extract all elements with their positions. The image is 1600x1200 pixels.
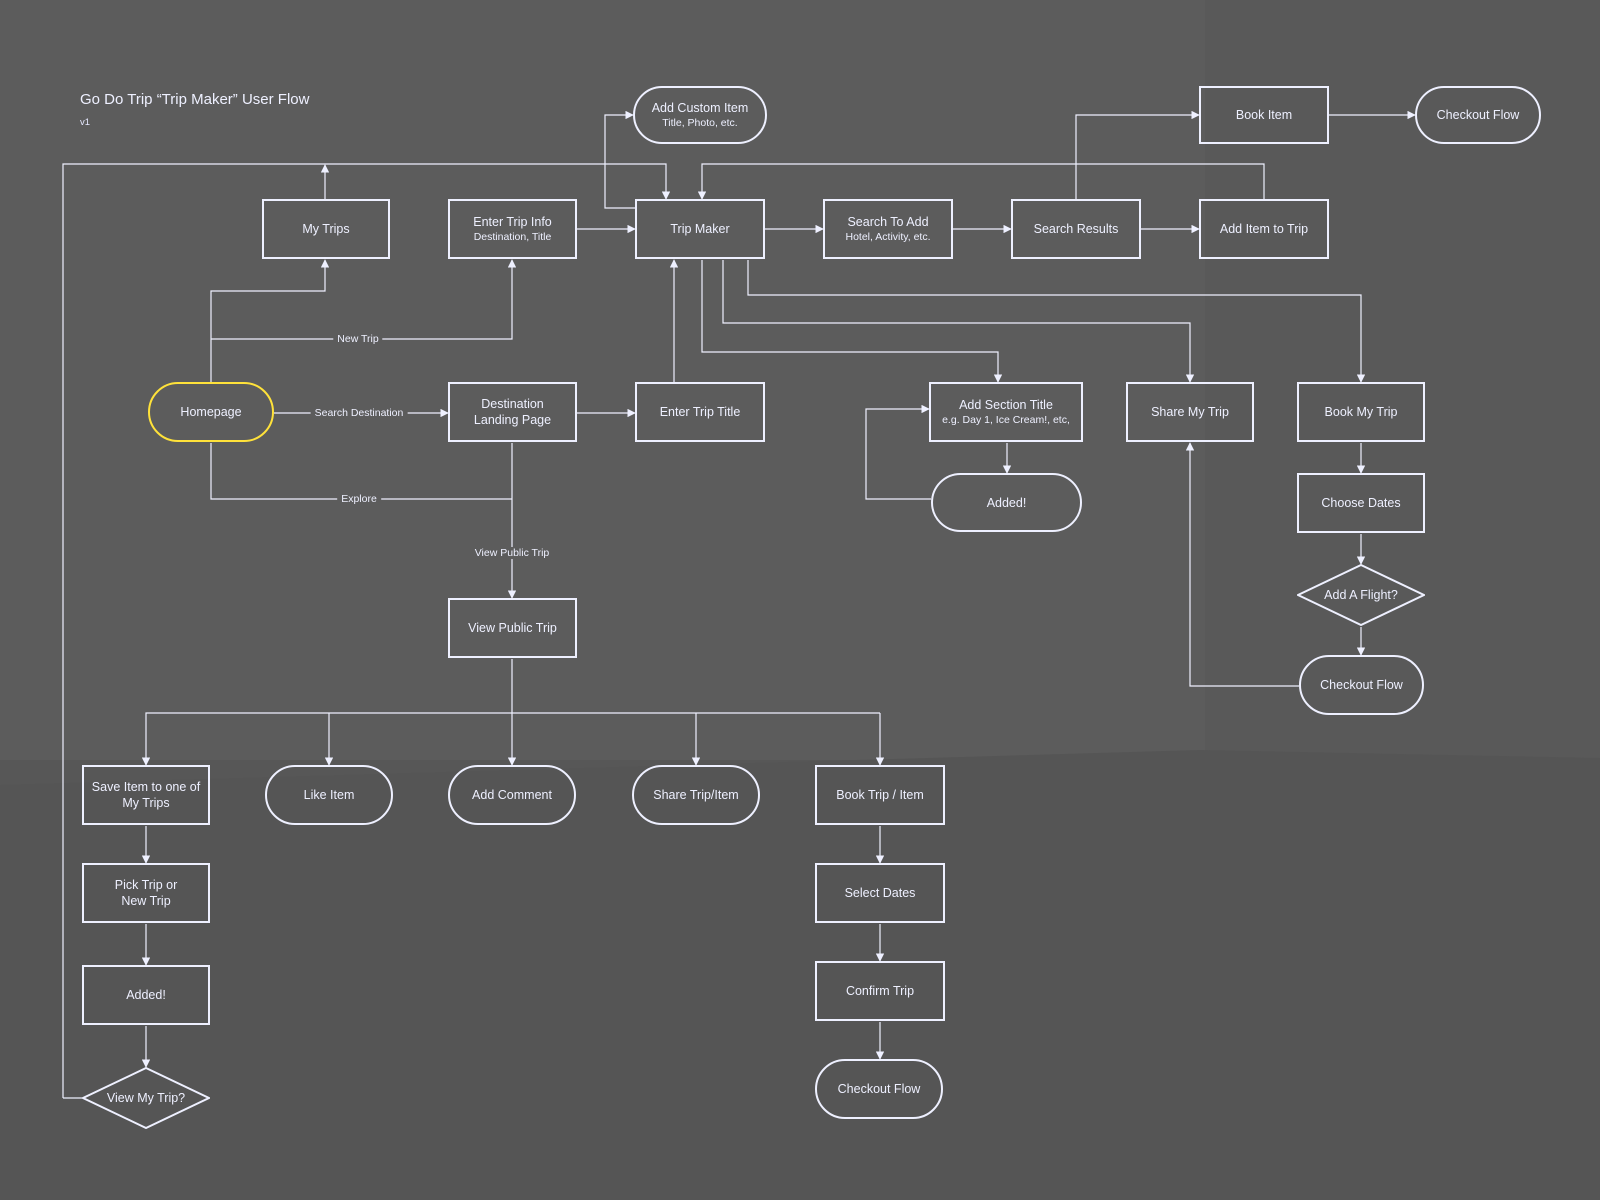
node-select-dates[interactable]: Select Dates [815, 863, 945, 923]
node-label: Add A Flight? [1324, 588, 1398, 602]
node-add-a-flight-decision[interactable]: Add A Flight? [1297, 564, 1425, 626]
node-confirm-trip[interactable]: Confirm Trip [815, 961, 945, 1021]
node-label: My Trips [302, 222, 350, 236]
diagram-title: Go Do Trip “Trip Maker” User Flow [80, 91, 310, 108]
node-label: View My Trip? [106, 1091, 186, 1105]
node-label: Enter Trip Title [659, 405, 741, 419]
node-book-my-trip[interactable]: Book My Trip [1297, 382, 1425, 442]
node-label: Destination Landing Page [473, 397, 552, 427]
canvas-lower [0, 750, 1600, 1200]
node-label: Checkout Flow [1320, 678, 1403, 692]
node-enter-trip-info[interactable]: Enter Trip Info Destination, Title [448, 199, 577, 259]
node-label: Search Results [1033, 222, 1119, 236]
node-label: Add Custom Item [651, 101, 749, 115]
node-view-public-trip[interactable]: View Public Trip [448, 598, 577, 658]
diamond-shape [82, 1067, 210, 1129]
node-label: Pick Trip or New Trip [114, 878, 178, 908]
edge-label-new-trip: New Trip [333, 333, 383, 345]
node-label: Book Item [1235, 108, 1293, 122]
node-homepage[interactable]: Homepage [148, 382, 274, 442]
node-label: Checkout Flow [837, 1082, 921, 1096]
node-label: Save Item to one of My Trips [91, 780, 201, 810]
node-destination-landing-page[interactable]: Destination Landing Page [448, 382, 577, 442]
node-label: Homepage [180, 405, 242, 419]
node-label: Share Trip/Item [653, 788, 739, 802]
node-sublabel: e.g. Day 1, Ice Cream!, etc, [942, 414, 1070, 426]
node-label: Search To Add [847, 215, 929, 229]
node-label: Add Item to Trip [1219, 222, 1309, 236]
node-like-item[interactable]: Like Item [265, 765, 393, 825]
node-label: Choose Dates [1321, 496, 1401, 510]
node-checkout-flow-right[interactable]: Checkout Flow [1299, 655, 1424, 715]
node-add-comment[interactable]: Add Comment [448, 765, 576, 825]
node-label: Book My Trip [1324, 405, 1398, 419]
edge-label-view-public-trip: View Public Trip [470, 547, 554, 559]
node-add-custom-item[interactable]: Add Custom Item Title, Photo, etc. [633, 86, 767, 144]
node-label: Checkout Flow [1436, 108, 1520, 122]
node-label: Trip Maker [670, 222, 730, 236]
node-sublabel: Destination, Title [473, 231, 552, 243]
node-view-my-trip-decision[interactable]: View My Trip? [82, 1067, 210, 1129]
node-save-item[interactable]: Save Item to one of My Trips [82, 765, 210, 825]
node-share-my-trip[interactable]: Share My Trip [1126, 382, 1254, 442]
node-add-section-title[interactable]: Add Section Title e.g. Day 1, Ice Cream!… [929, 382, 1083, 442]
node-share-trip-item[interactable]: Share Trip/Item [632, 765, 760, 825]
node-label: Select Dates [844, 886, 916, 900]
edge-label-explore: Explore [337, 493, 381, 505]
node-sublabel: Title, Photo, etc. [662, 117, 738, 129]
node-label: Add Comment [472, 788, 552, 802]
node-sublabel: Hotel, Activity, etc. [845, 231, 931, 243]
node-label: View Public Trip [468, 621, 557, 635]
node-my-trips[interactable]: My Trips [262, 199, 390, 259]
node-label: Like Item [303, 788, 355, 802]
node-label: Added! [986, 495, 1027, 510]
node-label: Added! [126, 988, 166, 1002]
node-checkout-flow-bottom[interactable]: Checkout Flow [815, 1059, 943, 1119]
node-label: Confirm Trip [845, 984, 915, 998]
node-search-results[interactable]: Search Results [1011, 199, 1141, 259]
edge-label-search-destination: Search Destination [310, 407, 408, 419]
node-added-section[interactable]: Added! [931, 473, 1082, 532]
node-pick-trip[interactable]: Pick Trip or New Trip [82, 863, 210, 923]
node-choose-dates[interactable]: Choose Dates [1297, 473, 1425, 533]
node-checkout-flow-top[interactable]: Checkout Flow [1415, 86, 1541, 144]
node-label: Share My Trip [1151, 405, 1229, 419]
node-enter-trip-title[interactable]: Enter Trip Title [635, 382, 765, 442]
node-book-trip-item[interactable]: Book Trip / Item [815, 765, 945, 825]
node-add-item-to-trip[interactable]: Add Item to Trip [1199, 199, 1329, 259]
diagram-version: v1 [80, 117, 91, 128]
diamond-shape [1297, 564, 1425, 626]
node-label: Book Trip / Item [836, 788, 924, 802]
node-trip-maker[interactable]: Trip Maker [635, 199, 765, 259]
node-label: Add Section Title [959, 398, 1053, 412]
node-search-to-add[interactable]: Search To Add Hotel, Activity, etc. [823, 199, 953, 259]
node-label: Enter Trip Info [473, 215, 552, 229]
node-book-item[interactable]: Book Item [1199, 86, 1329, 144]
node-added-save[interactable]: Added! [82, 965, 210, 1025]
